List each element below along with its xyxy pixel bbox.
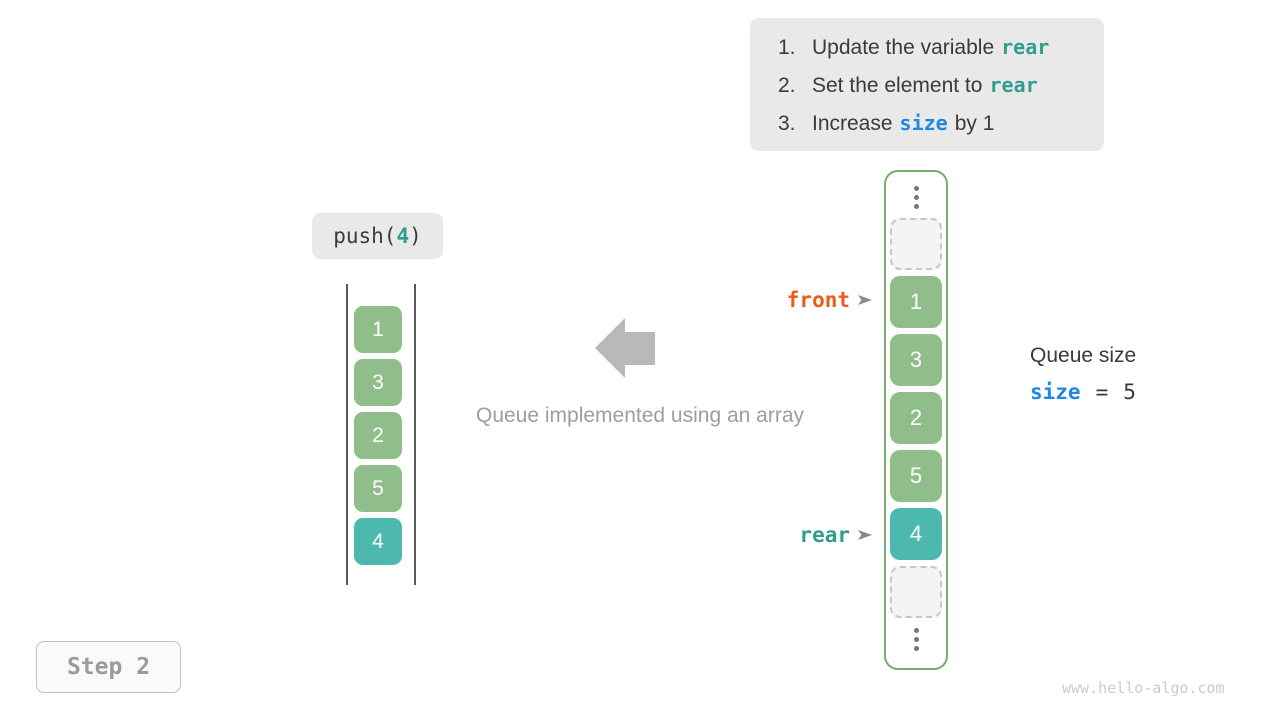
stack-cell: 5 [354, 465, 402, 512]
queue-size-block: Queue size size = 5 [1030, 344, 1136, 404]
left-block-arrow-icon [595, 318, 655, 378]
step-number: 3. [778, 112, 796, 135]
array-cell: 5 [890, 450, 942, 502]
push-suffix: ) [409, 224, 422, 248]
stack-rail-left [346, 284, 348, 585]
step-badge: Step 2 [36, 641, 181, 693]
pointer-arrow-icon [858, 295, 872, 305]
rear-pointer: rear [757, 523, 872, 547]
size-variable: size [1030, 380, 1081, 404]
code-token-rear: rear [989, 73, 1038, 97]
array-cell: 1 [890, 276, 942, 328]
queue-abstract-view: 1 3 2 5 4 [346, 284, 416, 585]
front-pointer: front [757, 288, 872, 312]
stack-cell: 2 [354, 412, 402, 459]
ellipsis-top-icon [913, 182, 919, 212]
array-column: 1 3 2 5 4 [884, 170, 948, 670]
code-token-size: size [899, 111, 948, 135]
equals-sign: = [1095, 380, 1109, 404]
push-prefix: push( [333, 224, 397, 248]
push-operation-label: push(4) [312, 213, 443, 259]
step-number: 2. [778, 74, 796, 97]
array-cell: 2 [890, 392, 942, 444]
array-cell: 3 [890, 334, 942, 386]
stack-cell: 1 [354, 306, 402, 353]
size-value: 5 [1123, 380, 1136, 404]
stack-cell: 3 [354, 359, 402, 406]
step-number: 1. [778, 36, 796, 59]
diagram-caption: Queue implemented using an array [475, 404, 805, 427]
queue-size-expression: size = 5 [1030, 380, 1136, 404]
front-pointer-label: front [786, 288, 850, 312]
array-cell-rear: 4 [890, 508, 942, 560]
watermark: www.hello-algo.com [1062, 679, 1225, 697]
pointer-arrow-icon [858, 530, 872, 540]
rear-pointer-label: rear [799, 523, 850, 547]
push-argument: 4 [396, 224, 410, 248]
stack-cell-new: 4 [354, 518, 402, 565]
stack-rail-right [414, 284, 416, 585]
array-cell-empty [890, 218, 942, 270]
ellipsis-bottom-icon [913, 624, 919, 654]
code-token-rear: rear [1001, 35, 1050, 59]
array-cell-empty [890, 566, 942, 618]
stack-cells: 1 3 2 5 4 [354, 306, 402, 565]
queue-size-title: Queue size [1030, 344, 1137, 367]
